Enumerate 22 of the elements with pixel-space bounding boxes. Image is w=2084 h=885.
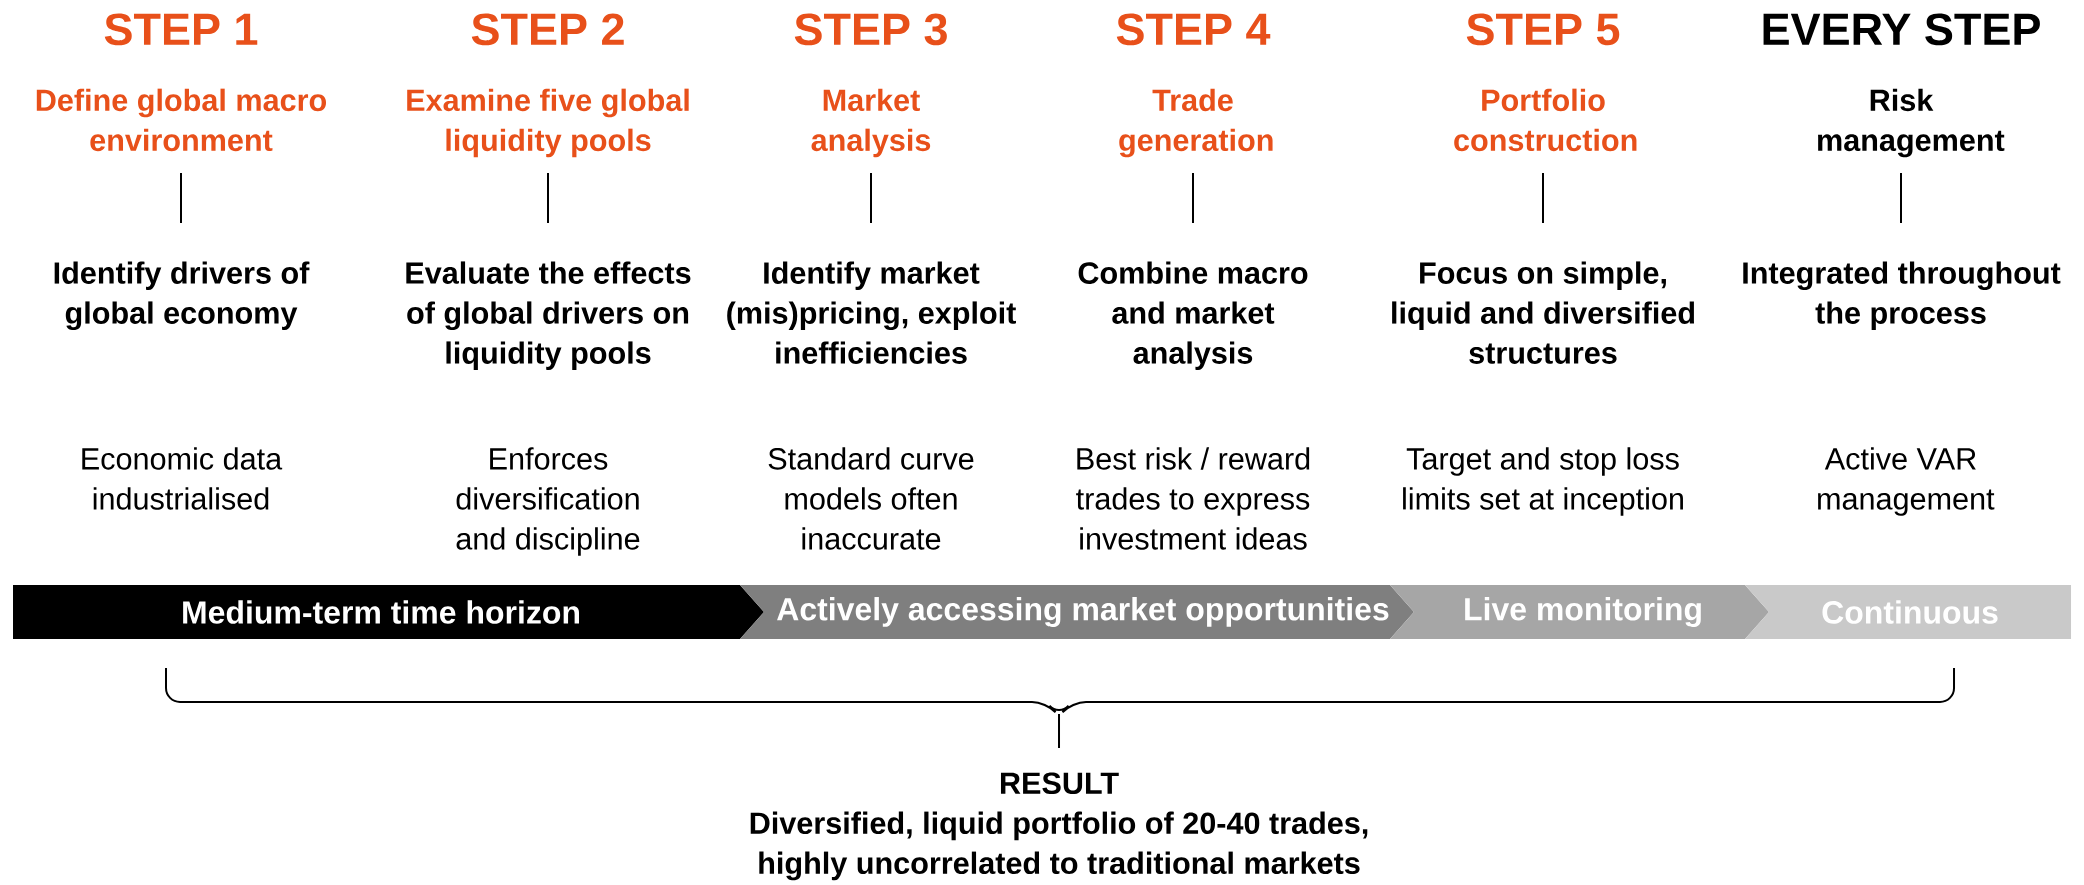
step-title: STEP 2 Examine five global liquidity pools [407,13,689,158]
step-title: STEP 1 Define global macro environment [36,13,326,152]
connector-line [547,172,549,224]
chevron-band: Medium-term time horizon [13,585,764,639]
connector-line [1192,172,1194,224]
step-title: STEP 3 Market analysis [794,13,947,158]
step-description: Evaluate the effects of global drivers on liquidity pools Enforces diversification and discipline [406,261,691,556]
step-description: Focus on simple, liquid and diversified structures Target and stop loss limits set at inception [1392,261,1695,516]
step-title: EVERY STEP Risk management [1763,13,2040,158]
connector-line [1900,172,1902,224]
chevron-band: Actively accessing market opportunities [740,585,1414,639]
step-description: Identify market (mis)pricing, exploit inefficiencies Standard curve models often inaccurate [727,261,1016,550]
connector-line [870,172,872,224]
step-description: Identify drivers of global economy Economic data industrialised [54,261,310,510]
step-description: Integrated throughout the process Active VAR management [1743,261,2061,516]
step-title: STEP 4 Trade generation [1116,13,1273,158]
result-text: RESULT Diversified, liquid portfolio of 20-40 trades, highly uncorrelated to traditional markets [750,772,1368,881]
chevron-band: Live monitoring [1390,585,1769,639]
connector-line [180,172,182,224]
step-title: STEP 5 Portfolio construction [1454,13,1637,152]
connector-line [1542,172,1544,224]
step-description: Combine macro and market analysis Best risk / reward trades to express investment ideas [1076,261,1310,550]
